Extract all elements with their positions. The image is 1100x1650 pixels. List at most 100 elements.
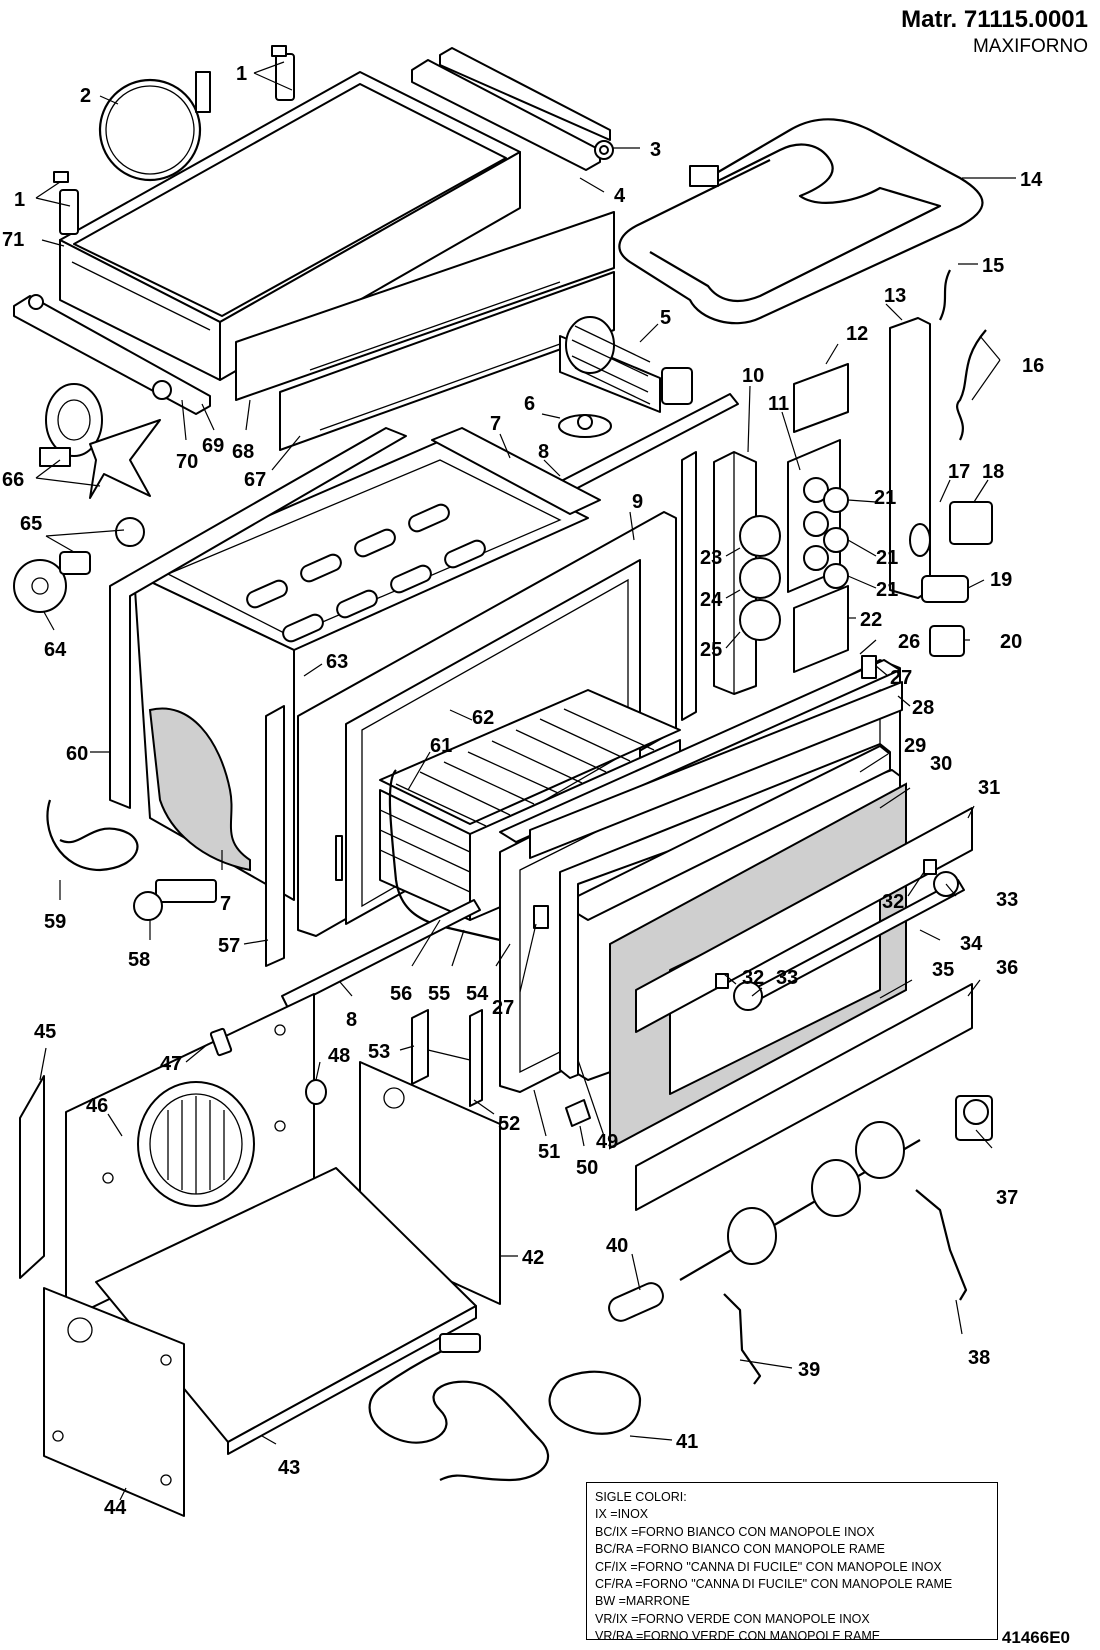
element-terminal xyxy=(439,1333,481,1353)
part-label: 63 xyxy=(326,651,348,673)
part-label: 33 xyxy=(996,889,1018,911)
part-label: 26 xyxy=(898,631,920,653)
part-label: 43 xyxy=(278,1457,300,1479)
part-label: 36 xyxy=(996,957,1018,979)
legend-line: BW =MARRONE xyxy=(595,1594,690,1609)
part-labels: 1 1 2 3 4 5 6 7 7 8 8 9 10 11 12 13 xyxy=(2,61,1044,1519)
part-label: 21 xyxy=(876,579,898,601)
door-upper-trim xyxy=(577,745,891,921)
model-name: MAXIFORNO xyxy=(972,36,1088,57)
part-label: 29 xyxy=(904,735,926,757)
part-label: 53 xyxy=(368,1041,390,1063)
drawer-rail-left xyxy=(13,294,211,415)
part-label: 64 xyxy=(44,639,67,661)
grill-heating-element xyxy=(618,118,984,325)
handle-end-cap-left xyxy=(733,981,763,1011)
rear-top-strip xyxy=(529,681,903,859)
legend-line: CF/IX =FORNO "CANNA DI FUCILE" CON MANOP… xyxy=(595,1559,942,1574)
probe-wire-15 xyxy=(939,269,951,321)
strip-clip-right xyxy=(861,655,877,679)
bottom-profile-strip xyxy=(281,899,481,1009)
part-label: 18 xyxy=(982,461,1004,483)
part-label: 42 xyxy=(522,1247,544,1269)
control-knob-panel xyxy=(787,439,841,593)
part-label: 52 xyxy=(498,1113,520,1135)
part-label: 12 xyxy=(846,323,868,345)
part-label: 17 xyxy=(948,461,970,483)
strip-clip-left xyxy=(533,905,549,929)
legend-line: VR/IX =FORNO VERDE CON MANOPOLE INOX xyxy=(595,1611,870,1626)
part-label: 45 xyxy=(34,1021,56,1043)
part-label: 9 xyxy=(632,491,643,513)
part-label: 10 xyxy=(742,365,764,387)
part-label: 32 xyxy=(742,967,764,989)
part-label: 32 xyxy=(882,891,904,913)
switch-component xyxy=(921,575,969,603)
part-label: 21 xyxy=(874,487,896,509)
part-label: 68 xyxy=(232,441,254,463)
drawing-code: 41466E0 xyxy=(1001,1628,1070,1647)
part-label: 44 xyxy=(104,1497,127,1519)
part-label: 6 xyxy=(524,393,535,415)
panel-cover-upper xyxy=(793,363,849,433)
light-cover-inner xyxy=(31,577,49,595)
part-label: 56 xyxy=(390,983,412,1005)
part-label: 8 xyxy=(538,441,549,463)
power-cable xyxy=(46,799,139,872)
part-label: 15 xyxy=(982,255,1004,277)
rotisserie-motor xyxy=(955,1095,993,1141)
part-label: 11 xyxy=(768,393,789,415)
lamp-socket xyxy=(59,551,91,575)
part-label: 37 xyxy=(996,1187,1018,1209)
hinge-top xyxy=(271,45,295,101)
coil-spring xyxy=(909,523,931,557)
side-insulation-strip xyxy=(265,705,285,967)
part-label: 1 xyxy=(236,63,247,85)
part-label: 46 xyxy=(86,1095,108,1117)
part-label: 58 xyxy=(128,949,150,971)
part-label: 47 xyxy=(160,1053,182,1075)
part-label: 22 xyxy=(860,609,882,631)
color-legend: SIGLE COLORI: IX =INOX BC/IX =FORNO BIAN… xyxy=(586,1482,998,1643)
handle-bracket-right xyxy=(923,859,937,875)
handle-bracket-left xyxy=(715,973,729,989)
part-label: 35 xyxy=(932,959,954,981)
part-label: 7 xyxy=(490,413,501,435)
part-label: 34 xyxy=(960,933,983,955)
part-label: 23 xyxy=(700,547,722,569)
part-label: 41 xyxy=(676,1431,698,1453)
side-bracket-45 xyxy=(19,1075,45,1279)
part-label: 38 xyxy=(968,1347,990,1369)
panel-cover-lower xyxy=(793,585,849,673)
lamp-holder xyxy=(929,625,965,657)
part-label: 40 xyxy=(606,1235,628,1257)
light-cover xyxy=(13,559,67,613)
door-top-profile xyxy=(499,659,901,843)
back-plate xyxy=(43,1287,185,1517)
part-label: 3 xyxy=(650,139,661,161)
control-dials xyxy=(739,515,781,641)
tangential-fan xyxy=(559,316,693,413)
part-label: 16 xyxy=(1022,355,1044,377)
part-label: 4 xyxy=(614,185,626,207)
part-label: 31 xyxy=(978,777,1000,799)
hinge-clip xyxy=(565,1099,591,1127)
drawer-front-panel xyxy=(235,211,615,451)
top-insulation-panel xyxy=(431,427,601,515)
terminal-block xyxy=(133,879,217,921)
spacer-screw xyxy=(209,1027,233,1057)
part-label: 8 xyxy=(346,1009,357,1031)
part-label: 50 xyxy=(576,1157,598,1179)
part-label: 39 xyxy=(798,1359,820,1381)
door-hinge xyxy=(411,1009,483,1107)
lamp-glass xyxy=(115,517,145,547)
catalog-code: Matr. 71115.0001 xyxy=(901,6,1088,33)
washer xyxy=(305,1079,327,1105)
rear-cover-hole xyxy=(383,1087,405,1109)
part-label: 20 xyxy=(1000,631,1022,653)
door-bottom-trim xyxy=(635,983,973,1211)
part-label: 65 xyxy=(20,513,42,535)
part-label: 25 xyxy=(700,639,722,661)
hinge-left xyxy=(53,171,79,235)
